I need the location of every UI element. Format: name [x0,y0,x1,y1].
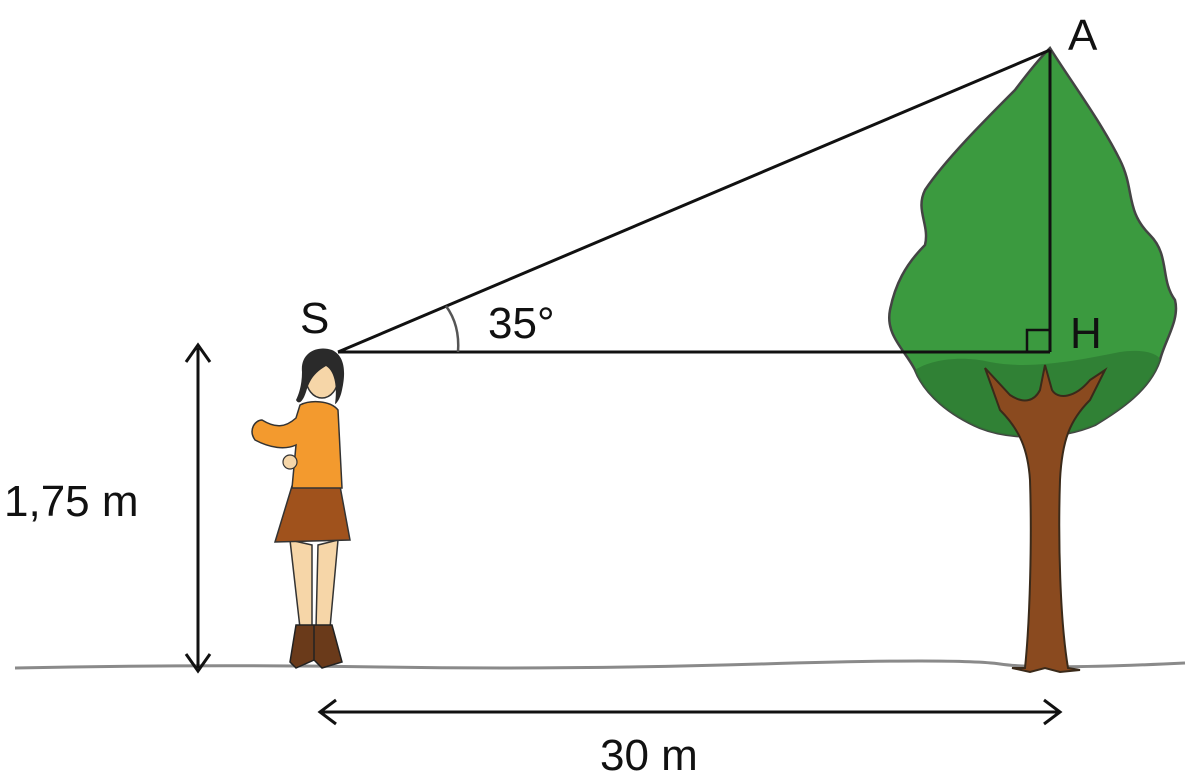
girl-shirt [251,400,343,489]
line-S-A [337,48,1051,354]
girl-hair [296,348,345,404]
angle-arc [444,305,460,353]
height-label: 1,75 m [4,477,139,526]
girl-hand [282,454,298,470]
angle-label: 35° [488,299,555,348]
tree [887,46,1178,674]
ground-line [14,659,1186,670]
tree-trunk [984,364,1108,674]
girl-skirt [273,485,351,543]
girl-figure [251,348,351,669]
distance-label: 30 m [600,731,698,780]
point-label-S: S [300,294,329,343]
girl-boots [289,624,343,669]
height-arrow [184,342,212,674]
girl-legs [289,539,339,629]
right-angle-marker [1025,328,1050,352]
point-label-A: A [1068,11,1098,60]
distance-arrow [317,698,1063,726]
point-label-H: H [1070,309,1102,358]
